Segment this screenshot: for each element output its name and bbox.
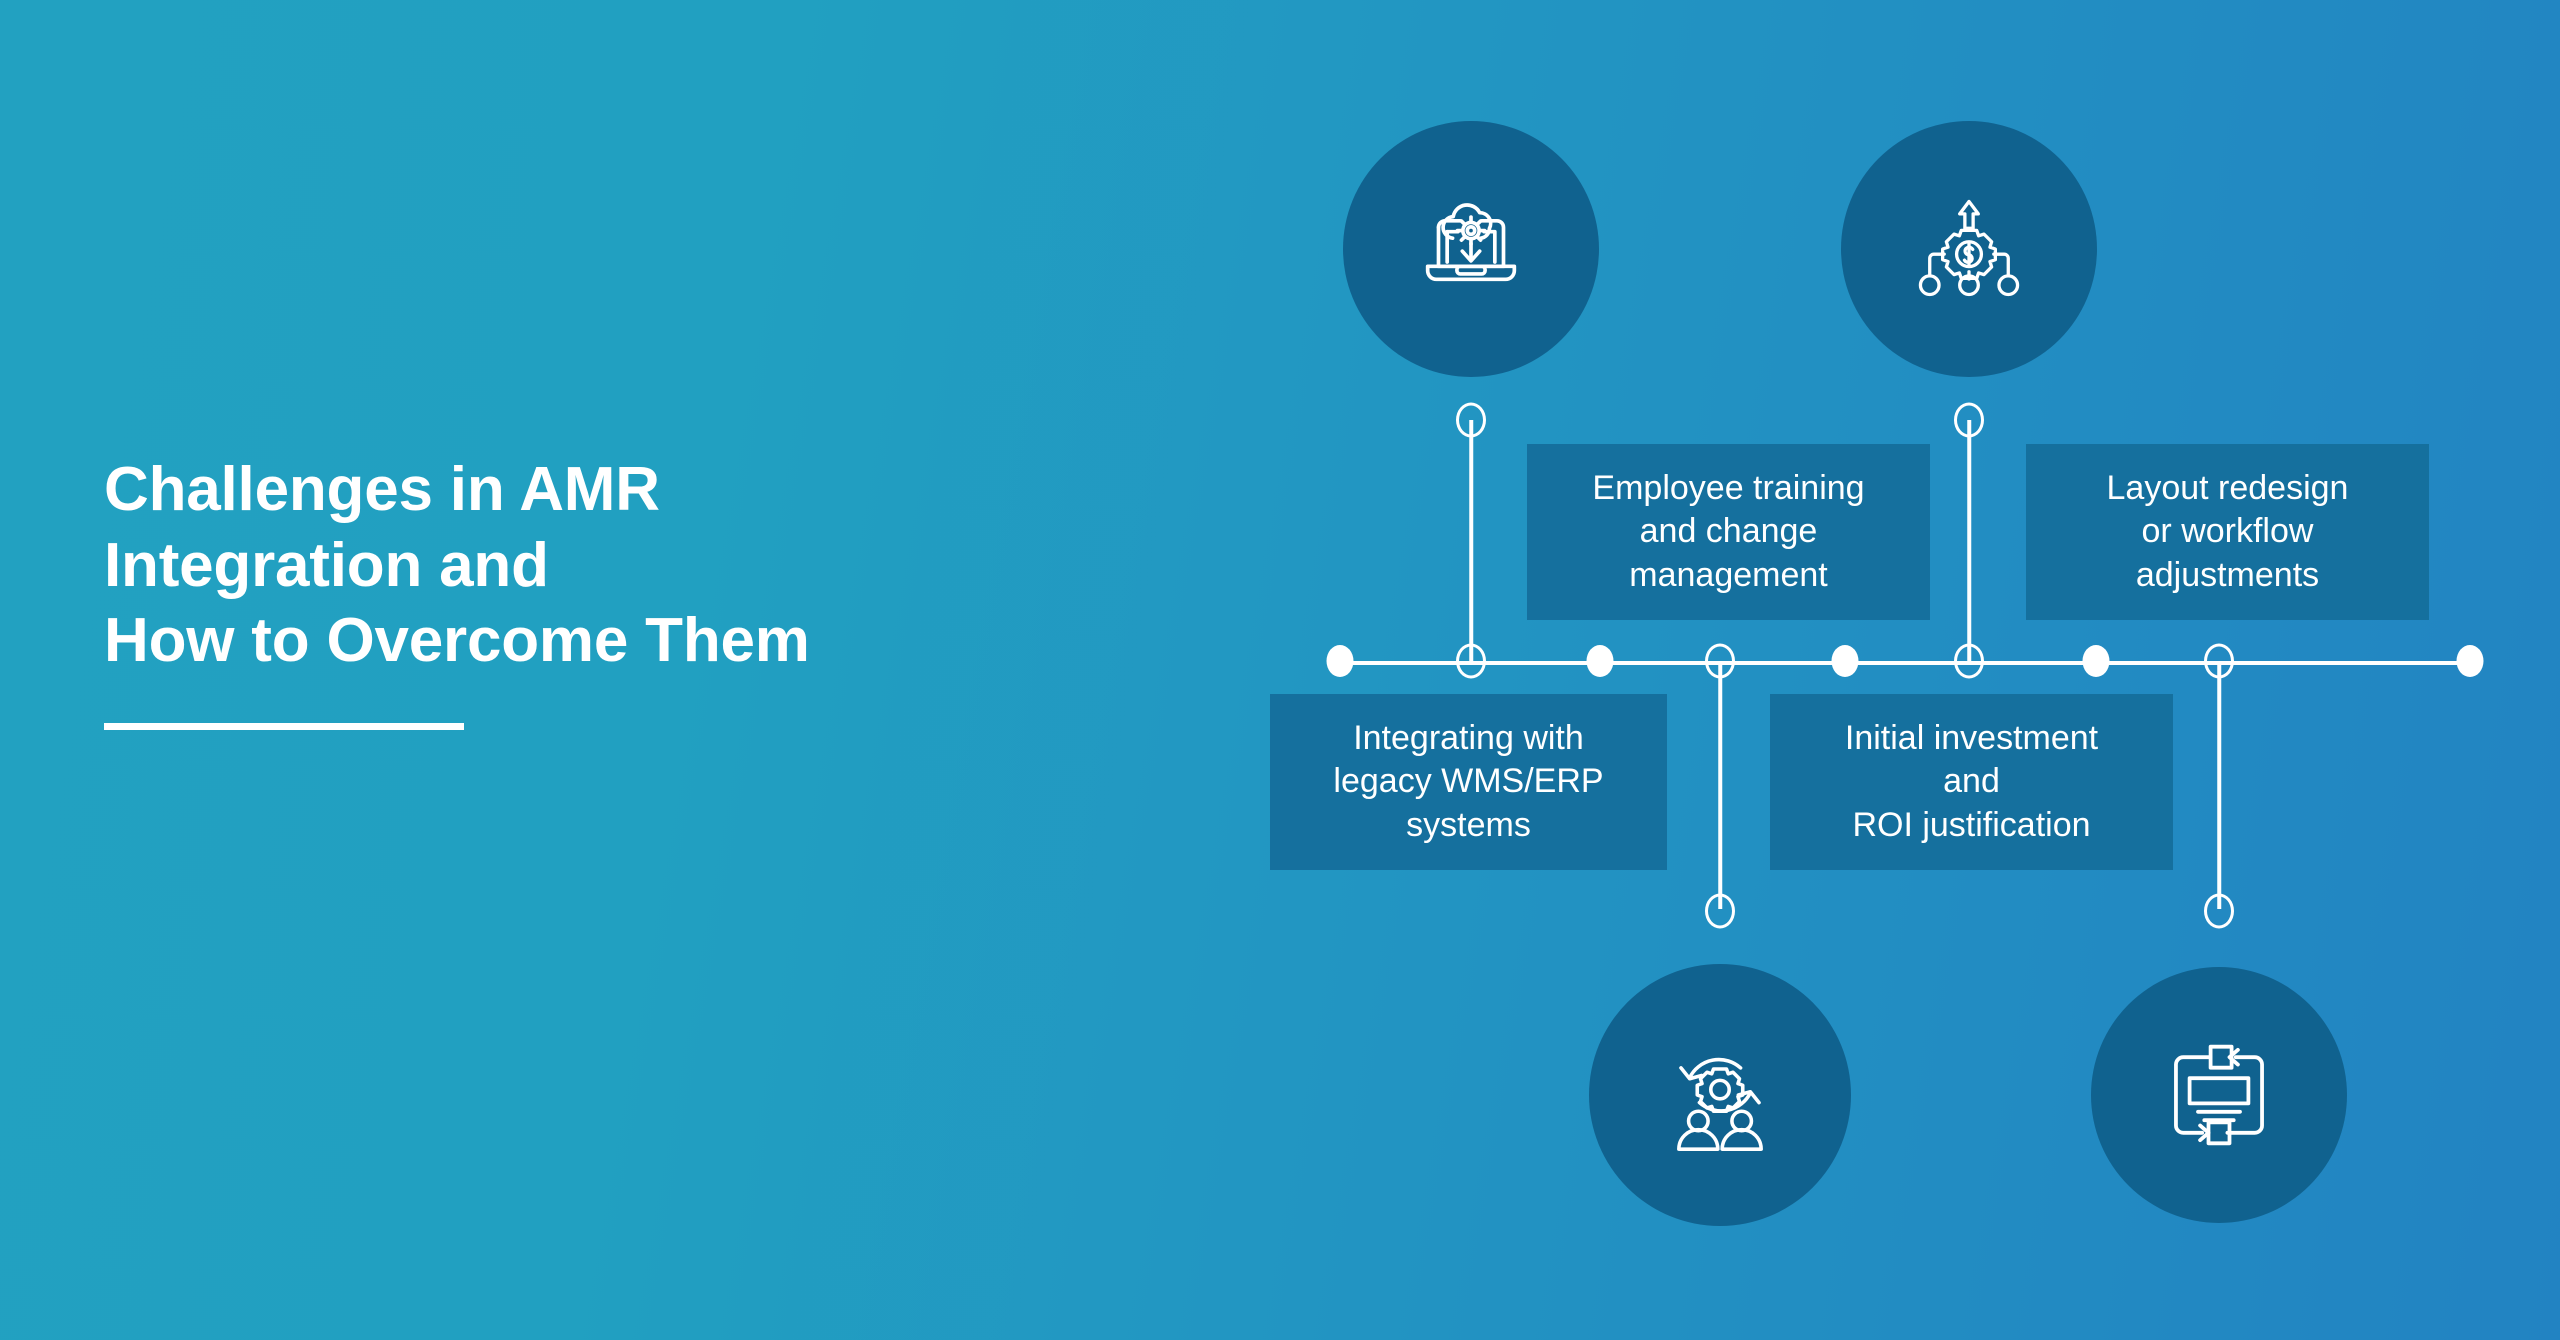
cloud-gear-laptop-icon (1406, 184, 1536, 314)
icon-circle-workflow-layout[interactable] (2091, 967, 2347, 1223)
timeline-marker-5[interactable] (1831, 645, 1859, 677)
timeline-marker-4[interactable] (1705, 643, 1735, 679)
timeline-marker-2[interactable] (1456, 643, 1486, 679)
timeline-marker-9[interactable] (2456, 645, 2484, 677)
endpoint-node-top-left[interactable] (1456, 402, 1486, 438)
endpoint-node-bottom-right[interactable] (2204, 893, 2234, 929)
roi-gear-network-icon (1907, 187, 2031, 311)
timeline-marker-3[interactable] (1586, 645, 1614, 677)
connector-up-roi (1967, 420, 1971, 663)
card-legacy-systems[interactable]: Integrating with legacy WMS/ERP systems (1270, 694, 1667, 870)
title-underline-rule (104, 722, 464, 730)
timeline-marker-1[interactable] (1326, 645, 1354, 677)
card-employee-training[interactable]: Employee training and change management (1527, 444, 1930, 620)
connector-up-legacy (1469, 420, 1473, 663)
icon-circle-cloud-gear-laptop[interactable] (1343, 121, 1599, 377)
endpoint-node-top-right[interactable] (1954, 402, 1984, 438)
timeline-marker-7[interactable] (2082, 645, 2110, 677)
connector-down-layout (2217, 661, 2221, 909)
icon-circle-roi-gear-network[interactable] (1841, 121, 2097, 377)
people-gear-change-icon (1655, 1030, 1785, 1160)
connector-down-training (1718, 661, 1722, 909)
endpoint-node-bottom-left[interactable] (1705, 893, 1735, 929)
page-title: Challenges in AMR Integration and How to… (104, 455, 810, 676)
timeline-marker-6[interactable] (1954, 643, 1984, 679)
timeline-axis (1338, 661, 2474, 665)
card-layout-redesign[interactable]: Layout redesign or workflow adjustments (2026, 444, 2429, 620)
icon-circle-people-gear-change[interactable] (1589, 964, 1851, 1226)
card-initial-investment[interactable]: Initial investment and ROI justification (1770, 694, 2173, 870)
workflow-layout-icon (2156, 1032, 2282, 1158)
timeline-marker-8[interactable] (2204, 643, 2234, 679)
title-block: Challenges in AMR Integration and How to… (104, 452, 1224, 730)
